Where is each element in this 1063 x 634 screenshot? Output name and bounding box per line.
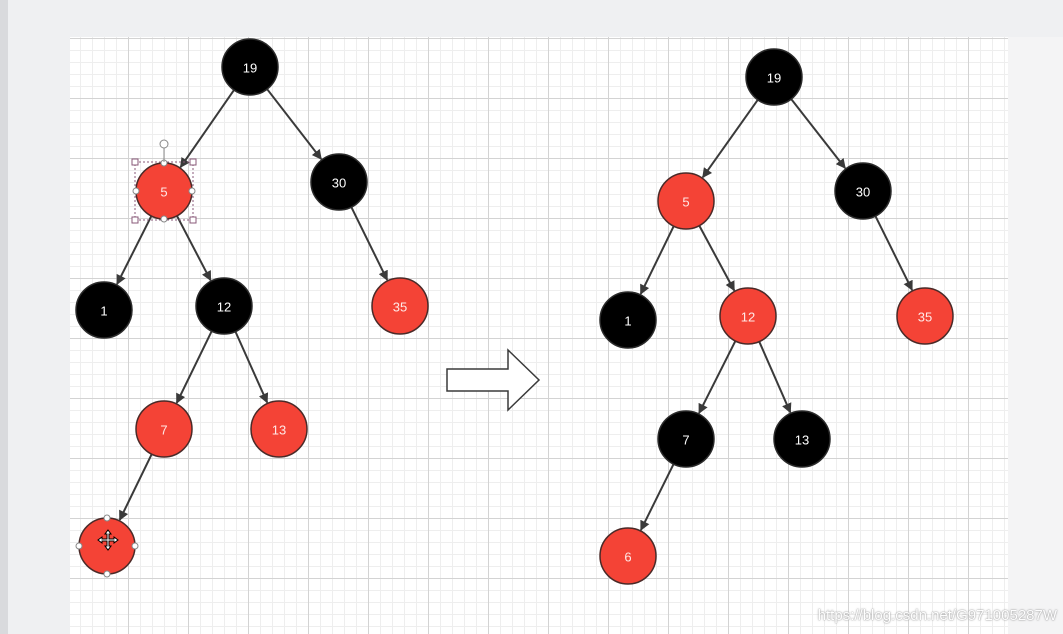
node-label: 7 (160, 423, 167, 438)
node-label: 19 (243, 61, 257, 76)
tree-node-7[interactable]: 7 (657, 410, 715, 468)
tree-node-19[interactable]: 19 (745, 48, 803, 106)
resize-handle[interactable] (189, 216, 197, 224)
node-label: 12 (741, 310, 755, 325)
edges-layer (116, 86, 914, 531)
connection-point[interactable] (132, 187, 140, 195)
resize-handle[interactable] (189, 158, 197, 166)
connection-point[interactable] (103, 570, 111, 578)
tree-edge[interactable] (757, 339, 792, 414)
tree-node-19[interactable]: 19 (221, 38, 279, 96)
tree-edge[interactable] (701, 97, 760, 179)
node-label: 1 (624, 314, 631, 329)
canvas-right-margin (1008, 37, 1063, 634)
node-label: 12 (217, 300, 231, 315)
node-circle[interactable] (599, 291, 657, 349)
node-label: 19 (767, 71, 781, 86)
node-label: 35 (918, 310, 932, 325)
node-label: 7 (682, 433, 689, 448)
node-circle[interactable] (221, 38, 279, 96)
connection-point[interactable] (188, 187, 196, 195)
tree-edge[interactable] (639, 461, 676, 531)
diagram-canvas[interactable] (70, 37, 1008, 634)
tree-edge[interactable] (789, 96, 846, 169)
tree-edge[interactable] (639, 223, 676, 295)
move-cursor-icon (97, 529, 119, 551)
node-label: 35 (393, 300, 407, 315)
tree-edge[interactable] (698, 338, 738, 414)
tree-edge[interactable] (697, 223, 736, 292)
node-circle[interactable] (310, 153, 368, 211)
tree-node-12[interactable]: 12 (719, 287, 777, 345)
tree-edge[interactable] (349, 204, 389, 281)
node-label: 1 (100, 304, 107, 319)
tree-node-7[interactable]: 7 (135, 400, 193, 458)
node-label: 30 (332, 176, 346, 191)
node-circle[interactable] (657, 172, 715, 230)
nodes-layer: 19 5 30 1 12 35 7 13 19 5 30 1 12 35 7 13 6 (75, 38, 954, 585)
node-circle[interactable] (834, 162, 892, 220)
tree-edge[interactable] (265, 86, 323, 160)
tree-node-5[interactable]: 5 (135, 162, 193, 220)
node-label: 5 (682, 195, 689, 210)
node-circle[interactable] (599, 527, 657, 585)
node-label: 6 (624, 550, 631, 565)
watermark-text: https://blog.csdn.net/G971005287W (817, 607, 1057, 624)
tree-node-13[interactable]: 13 (250, 400, 308, 458)
node-circle[interactable] (745, 48, 803, 106)
connection-point[interactable] (75, 542, 83, 550)
tree-edge[interactable] (118, 451, 154, 521)
node-label: 5 (160, 185, 167, 200)
left-gutter (0, 0, 8, 634)
tree-node-13[interactable]: 13 (773, 410, 831, 468)
node-circle[interactable] (135, 400, 193, 458)
node-circle[interactable] (371, 277, 429, 335)
tree-edge[interactable] (179, 87, 237, 168)
node-label: 13 (795, 433, 809, 448)
tree-node-35[interactable]: 35 (371, 277, 429, 335)
right-arrow-icon (446, 348, 541, 412)
tree-node-1[interactable]: 1 (75, 281, 133, 339)
tree-edge[interactable] (233, 329, 269, 404)
node-circle[interactable] (195, 277, 253, 335)
node-circle[interactable] (773, 410, 831, 468)
tree-node-35[interactable]: 35 (896, 287, 954, 345)
tree-edge[interactable] (175, 213, 212, 282)
tree-edge[interactable] (116, 213, 154, 285)
resize-handle[interactable] (131, 216, 139, 224)
node-circle[interactable] (657, 410, 715, 468)
node-circle[interactable] (75, 281, 133, 339)
node-label: 13 (272, 423, 286, 438)
node-circle[interactable] (896, 287, 954, 345)
connection-point[interactable] (103, 514, 111, 522)
tree-edge[interactable] (873, 213, 914, 291)
tree-node-30[interactable]: 30 (834, 162, 892, 220)
tree-node-5[interactable]: 5 (657, 172, 715, 230)
resize-handle[interactable] (131, 158, 139, 166)
node-label: 30 (856, 185, 870, 200)
tree-node-1[interactable]: 1 (599, 291, 657, 349)
node-selection-handles[interactable] (75, 139, 197, 578)
node-circle[interactable] (719, 287, 777, 345)
tree-node-12[interactable]: 12 (195, 277, 253, 335)
connection-point[interactable] (131, 542, 139, 550)
rotate-handle[interactable] (159, 139, 169, 149)
connection-point[interactable] (160, 215, 168, 223)
tree-node-30[interactable]: 30 (310, 153, 368, 211)
tree-node-6[interactable]: 6 (599, 527, 657, 585)
node-circle[interactable] (250, 400, 308, 458)
tree-edge[interactable] (175, 328, 214, 404)
